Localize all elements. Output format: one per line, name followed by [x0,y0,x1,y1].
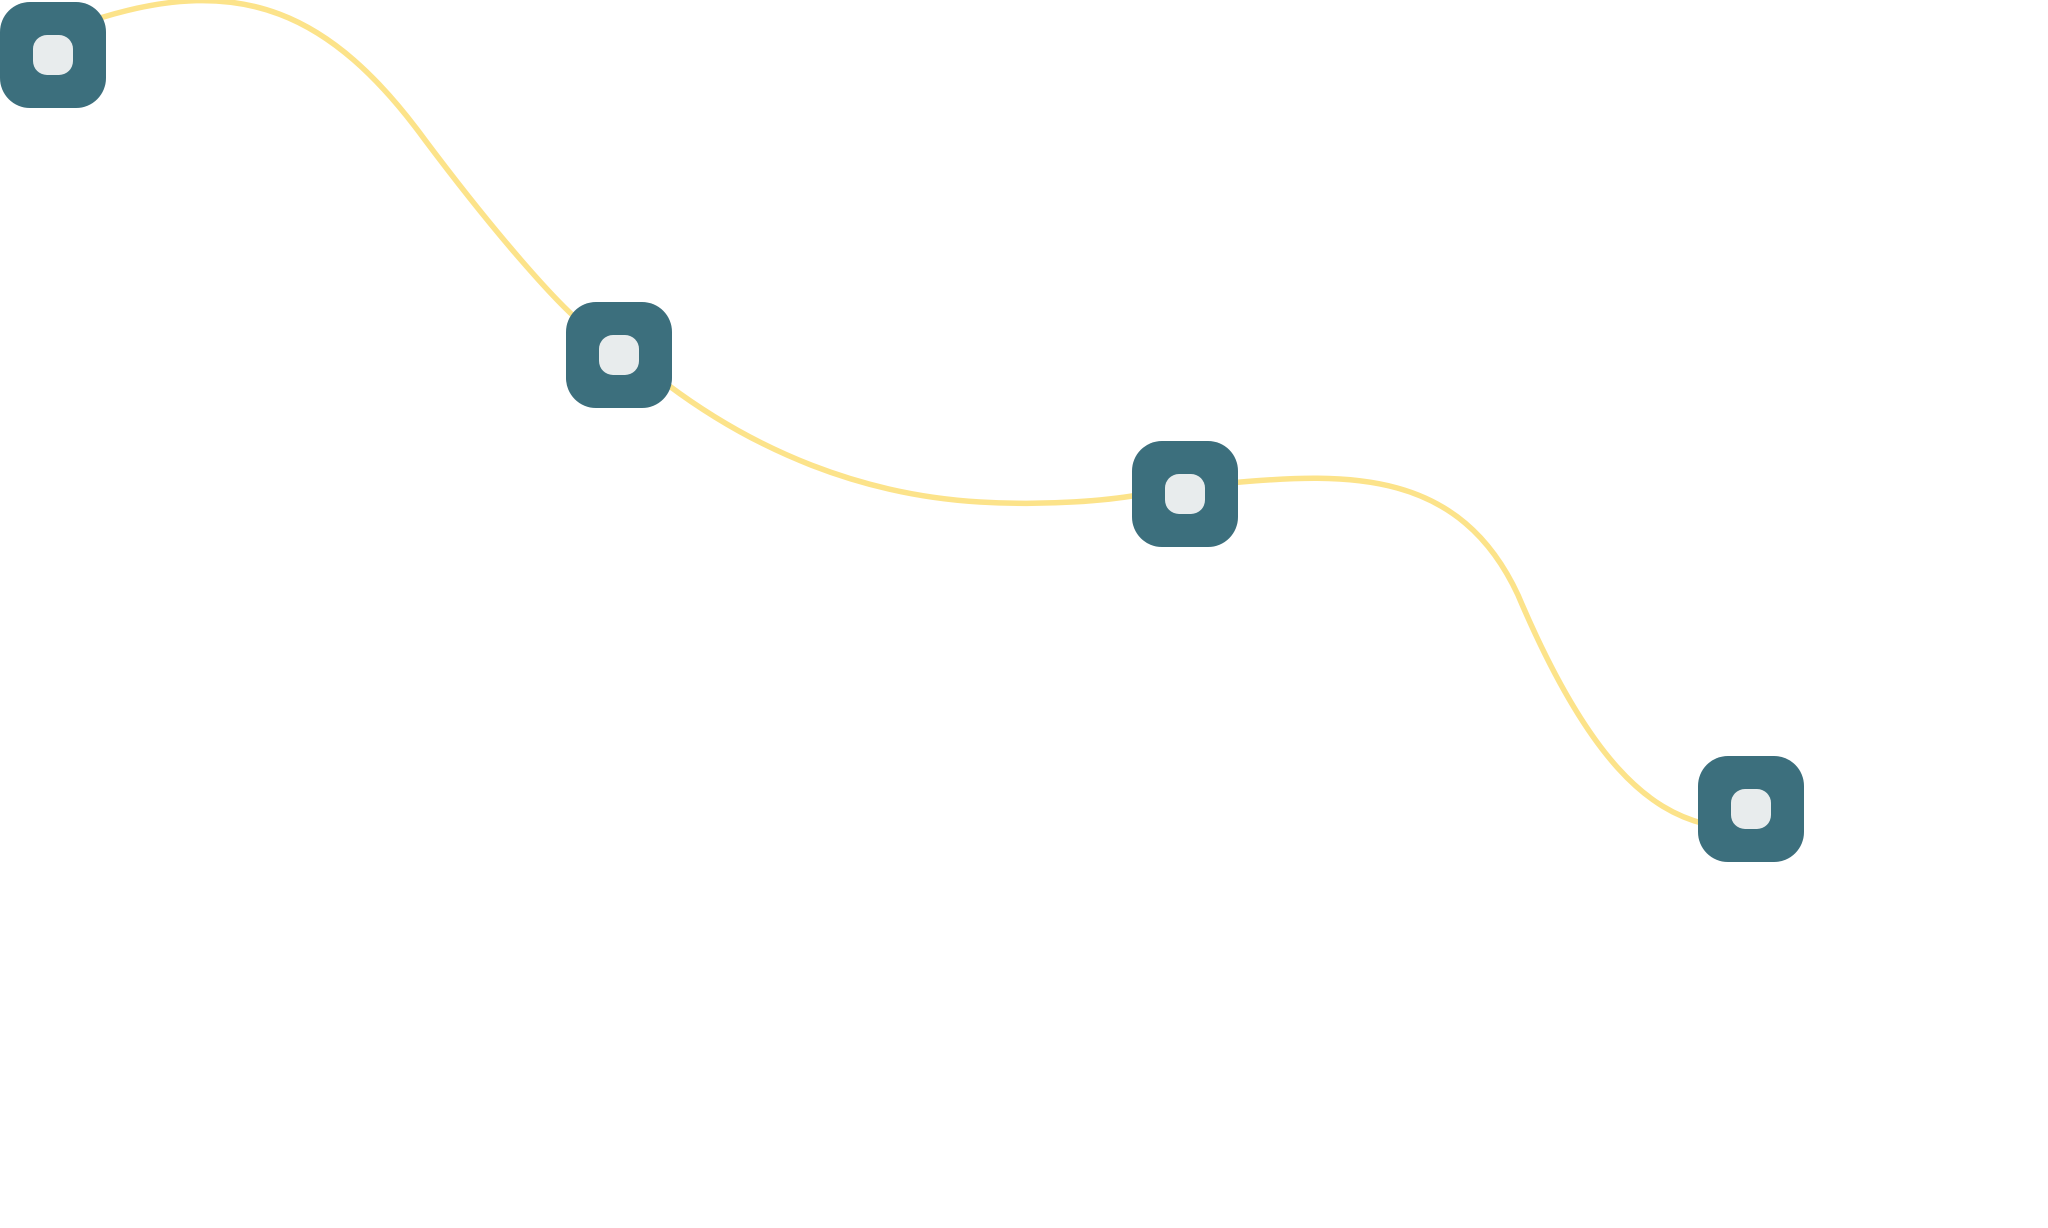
connector-3 [1227,475,1708,827]
connector-1 [97,0,581,323]
node-3[interactable] [1132,441,1238,547]
connector-2 [665,382,1141,507]
node-1[interactable] [0,2,106,108]
connectors-layer [97,0,1708,827]
rounded-square-icon [1165,474,1205,514]
rounded-square-icon [1731,789,1771,829]
node-2[interactable] [566,302,672,408]
rounded-square-icon [33,35,73,75]
node-4[interactable] [1698,756,1804,862]
rounded-square-icon [599,335,639,375]
nodes-layer [0,2,1804,862]
